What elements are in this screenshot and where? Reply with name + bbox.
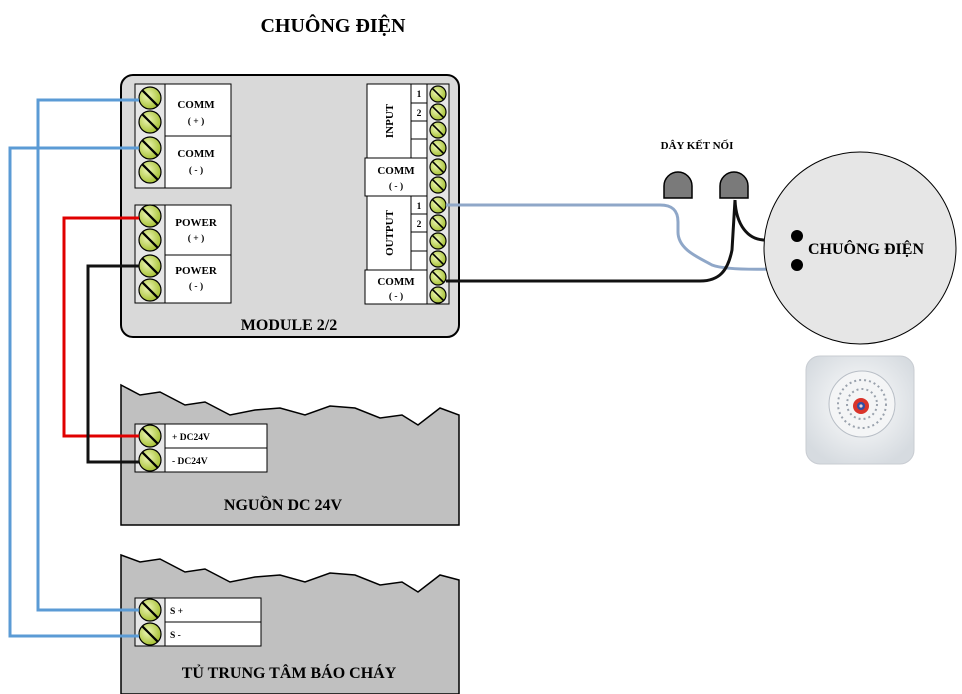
screw-terminal-icon (429, 214, 447, 232)
module-output-label: OUTPUT (384, 209, 396, 256)
wire-comm-minus (8, 146, 139, 638)
fire-panel-name: TỦ TRUNG TÂM BÁO CHÁY (182, 663, 397, 682)
screw-terminal-icon (429, 139, 447, 157)
module-comm-bottom-label: COMM (377, 276, 415, 288)
screw-terminal-icon (138, 110, 162, 134)
wire-output-1 (446, 203, 801, 271)
power-supply-box (120, 383, 460, 526)
module-box (120, 74, 460, 338)
screw-terminal-icon (138, 254, 162, 278)
screw-terminal-icon (429, 158, 447, 176)
screw-terminal-icon (429, 268, 447, 286)
wire-connector-1 (663, 171, 693, 199)
page-title: CHUÔNG ĐIỆN (260, 13, 406, 37)
psu-terminal-pos: + DC24V (172, 433, 210, 443)
panel-terminal-s-minus: S - (170, 631, 181, 641)
screw-terminal-icon (138, 160, 162, 184)
screw-terminal-icon (429, 286, 447, 304)
screw-terminal-icon (138, 136, 162, 160)
module-output-pin-2: 2 (417, 220, 422, 230)
screw-terminal-icon (138, 622, 162, 646)
module-comm-mid-label: COMM (377, 165, 415, 177)
module-power-plus-sign: ( + ) (188, 233, 205, 244)
module-comm-bottom-sign: ( - ) (389, 291, 403, 302)
fire-panel-box (120, 553, 460, 694)
module-input-label: INPUT (384, 103, 396, 138)
module-comm-mid-sign: ( - ) (389, 181, 403, 192)
wire-comm-plus (36, 98, 139, 612)
module-comm-minus-sign: ( - ) (189, 165, 203, 176)
screw-terminal-icon (138, 278, 162, 302)
connector-label: DÂY KẾT NỐI (661, 139, 734, 152)
module-power-minus-label: POWER (175, 265, 218, 277)
module-screws (138, 85, 447, 304)
screw-terminal-icon (138, 204, 162, 228)
module-name: MODULE 2/2 (241, 317, 337, 334)
bell-terminal-1 (791, 230, 803, 242)
wire-power-plus (62, 216, 139, 438)
screw-terminal-icon (429, 176, 447, 194)
screw-terminal-icon (429, 85, 447, 103)
module-output-pin-1: 1 (417, 202, 422, 212)
psu-terminal-neg: - DC24V (172, 457, 208, 467)
wire-comm-bottom (446, 199, 737, 283)
psu-name: NGUỒN DC 24V (224, 494, 343, 514)
screw-terminal-icon (138, 86, 162, 110)
bell-circle (763, 151, 957, 345)
module-input-pin-1: 1 (417, 90, 422, 100)
psu-screws (138, 424, 162, 472)
wire-connector-2 (719, 171, 749, 199)
module-comm-minus-label: COMM (177, 148, 215, 160)
wire-power-minus (86, 264, 139, 464)
module-power-minus-sign: ( - ) (189, 281, 203, 292)
module-power-plus-label: POWER (175, 217, 218, 229)
screw-terminal-icon (138, 448, 162, 472)
screw-terminal-icon (429, 232, 447, 250)
bell-terminal-2 (791, 259, 803, 271)
screw-terminal-icon (429, 121, 447, 139)
screw-terminal-icon (429, 250, 447, 268)
screw-terminal-icon (429, 103, 447, 121)
module-input-pin-2: 2 (417, 109, 422, 119)
bell-device-image (805, 355, 915, 465)
screw-terminal-icon (138, 424, 162, 448)
screw-terminal-icon (138, 228, 162, 252)
bell-label: CHUÔNG ĐIỆN (808, 239, 924, 258)
panel-screws (138, 598, 162, 646)
module-comm-plus-label: COMM (177, 99, 215, 111)
screw-terminal-icon (138, 598, 162, 622)
screw-terminal-icon (429, 196, 447, 214)
module-comm-plus-sign: ( + ) (188, 116, 205, 127)
panel-terminal-s-plus: S + (170, 607, 183, 617)
